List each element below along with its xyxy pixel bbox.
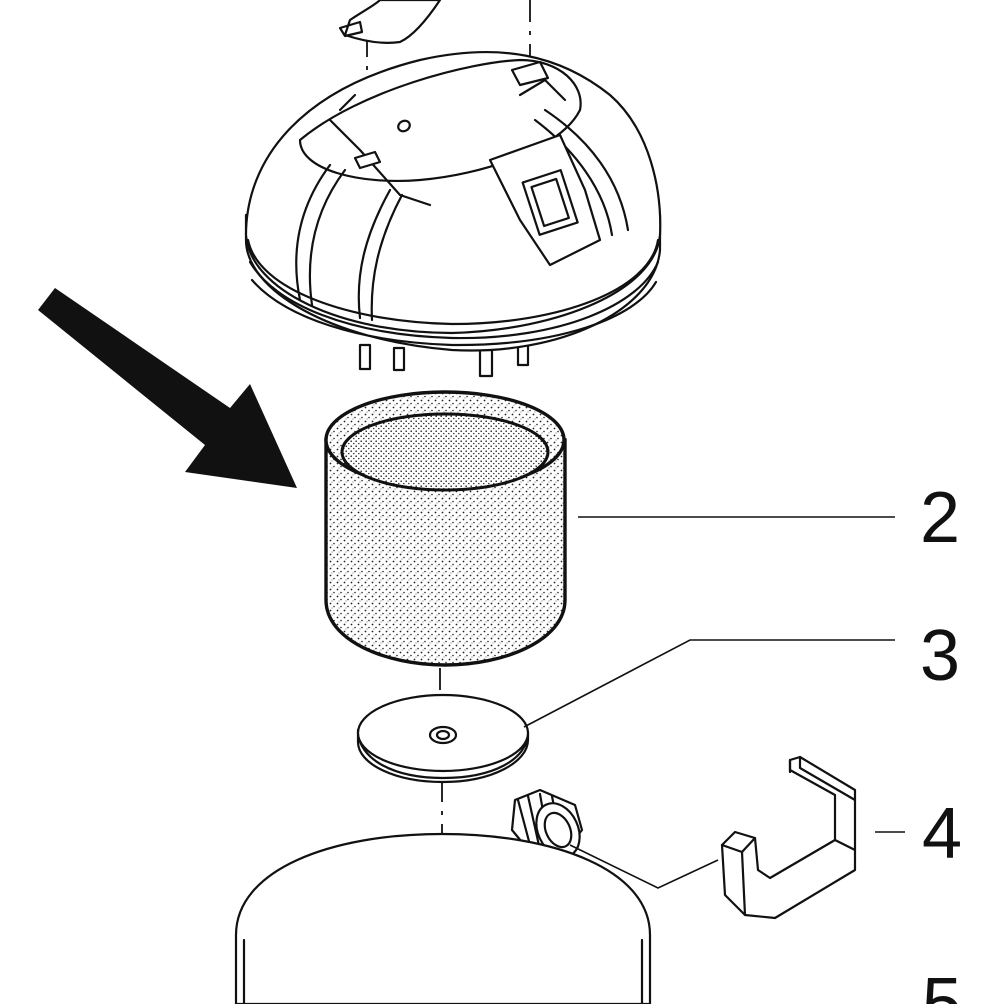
callout-3: 3 — [920, 616, 960, 696]
tank — [234, 832, 652, 1004]
callout-5: 5 — [922, 964, 962, 1004]
motor-head — [244, 51, 662, 378]
filter-disc — [356, 693, 530, 784]
callout-labels: 2 3 4 5 — [920, 478, 962, 1004]
clip — [720, 755, 857, 920]
foam-filter — [324, 390, 567, 667]
leader-lines — [523, 516, 905, 889]
pointer-arrow — [38, 288, 297, 488]
handle-bracket — [338, 0, 442, 44]
callout-4: 4 — [922, 794, 962, 874]
callout-2: 2 — [920, 478, 960, 558]
